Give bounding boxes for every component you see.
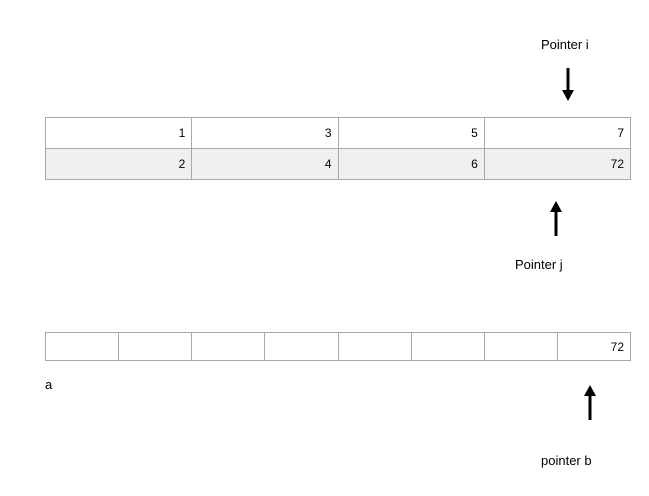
array-cell	[337, 332, 412, 361]
pointer-j-label: Pointer j	[515, 257, 563, 272]
pointer-j-arrow-up-icon	[550, 201, 562, 236]
array-cell	[44, 332, 120, 361]
table-row: 72	[44, 332, 632, 361]
table-cell: 7	[483, 117, 632, 149]
table-cell: 3	[191, 117, 339, 149]
array-cell	[191, 332, 266, 361]
table-cell: 1	[44, 117, 193, 149]
table-row: 1 3 5 7	[44, 117, 632, 149]
table-cell: 6	[337, 148, 485, 180]
array-cell	[264, 332, 339, 361]
array-cell	[118, 332, 193, 361]
array-cell	[410, 332, 485, 361]
pointer-b-label: pointer b	[541, 453, 592, 468]
pointer-b-arrow-up-icon	[584, 385, 596, 420]
pointer-i-arrow-down-icon	[562, 68, 574, 101]
table-cell: 4	[191, 148, 339, 180]
bottom-array: 72	[44, 332, 632, 361]
array-a-label: a	[45, 377, 53, 392]
array-cell: 72	[556, 332, 632, 361]
array-cell	[483, 332, 558, 361]
table-cell: 5	[337, 117, 485, 149]
pointer-i-label: Pointer i	[541, 37, 589, 52]
table-row: 2 4 6 72	[44, 148, 632, 180]
table-cell: 72	[483, 148, 632, 180]
top-table: 1 3 5 7 2 4 6 72	[44, 117, 632, 180]
table-cell: 2	[44, 148, 193, 180]
